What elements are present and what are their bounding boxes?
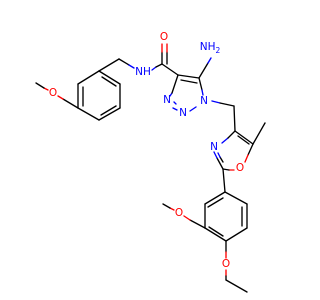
bond xyxy=(173,101,177,105)
ethoxy-oxygen-label: O xyxy=(222,258,230,270)
bond xyxy=(177,74,200,79)
bond xyxy=(100,105,117,116)
bond xyxy=(101,76,117,87)
bond xyxy=(43,87,49,91)
bond xyxy=(183,215,191,221)
bond xyxy=(201,89,204,96)
bond xyxy=(213,151,218,159)
triazole-n2-label: N xyxy=(179,107,187,119)
bond xyxy=(128,64,135,69)
bond xyxy=(180,79,198,84)
bonds xyxy=(35,43,266,293)
bond xyxy=(207,197,224,208)
bond xyxy=(189,106,197,112)
bond xyxy=(247,143,254,156)
bond xyxy=(98,70,121,85)
bond xyxy=(233,105,236,132)
bond xyxy=(189,219,206,229)
bond xyxy=(57,95,64,100)
amine-label: NH2 xyxy=(200,41,221,55)
bond xyxy=(219,102,235,107)
triazole-n1-label: N xyxy=(200,95,208,107)
bond xyxy=(151,66,157,71)
bond xyxy=(216,157,224,170)
bond xyxy=(211,100,221,104)
bond xyxy=(204,227,227,242)
bond xyxy=(172,107,178,111)
bond xyxy=(225,227,248,242)
bond xyxy=(62,98,79,109)
atom-labels: NH2 O NH N N N O N O O O xyxy=(49,31,244,270)
bond xyxy=(98,107,121,121)
bond xyxy=(169,207,175,211)
bond xyxy=(225,279,248,293)
bond xyxy=(77,70,100,85)
bond xyxy=(171,74,179,94)
oxazole-oxygen-label: O xyxy=(236,162,244,174)
bond xyxy=(118,58,130,66)
triazole-n3-label: N xyxy=(163,94,171,106)
bond xyxy=(219,156,224,163)
amine-nh: NH xyxy=(200,41,216,53)
bond xyxy=(204,191,226,205)
amine-subscript: 2 xyxy=(215,46,220,55)
molecule-structure-diagram: NH2 O NH N N N O N O O O xyxy=(35,31,266,293)
bond xyxy=(227,130,236,139)
bond xyxy=(224,191,248,205)
bond xyxy=(155,63,163,68)
oxazole-nitrogen-label: N xyxy=(210,141,218,153)
bond xyxy=(207,57,212,64)
bond xyxy=(221,137,229,144)
bond xyxy=(237,135,250,145)
bond xyxy=(244,154,249,163)
bond xyxy=(208,226,224,237)
amide-oxygen-label: O xyxy=(160,31,168,43)
bond xyxy=(222,168,230,171)
bond xyxy=(198,62,209,79)
methoxy-oxygen-label: O xyxy=(175,207,183,219)
bond xyxy=(252,122,266,145)
bond xyxy=(222,168,226,193)
bond xyxy=(234,130,254,145)
bond xyxy=(35,82,45,89)
bond xyxy=(77,107,100,121)
bond xyxy=(162,203,171,209)
amide-nh-label: NH xyxy=(135,66,151,78)
bond xyxy=(161,63,179,76)
bond xyxy=(198,77,203,91)
bond xyxy=(217,152,221,158)
bond xyxy=(98,58,120,72)
anisole-oxygen-label: O xyxy=(49,87,57,99)
